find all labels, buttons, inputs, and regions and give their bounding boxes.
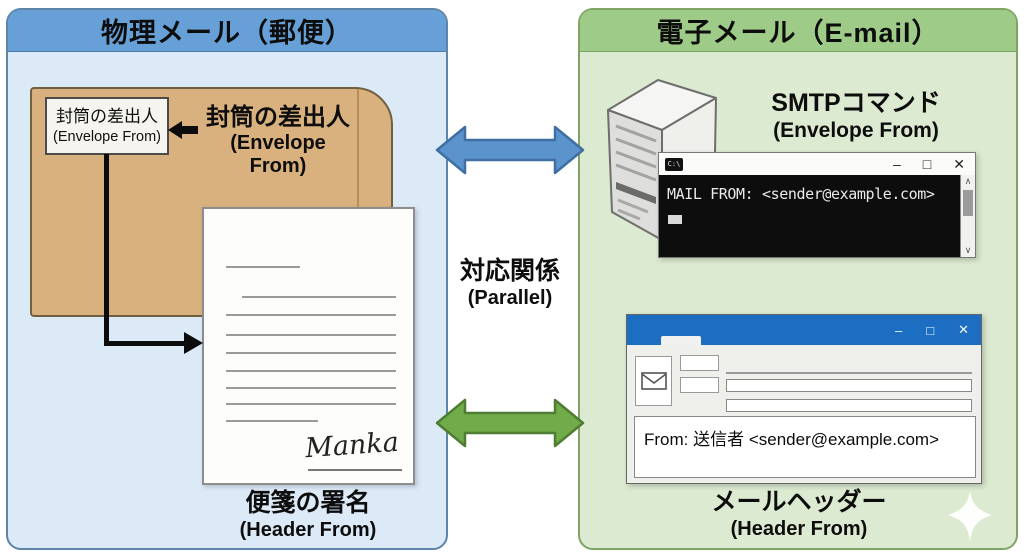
- terminal-scrollbar[interactable]: ∧ ∨: [960, 175, 975, 257]
- scrollbar-thumb[interactable]: [963, 190, 973, 216]
- terminal-maximize-button[interactable]: □: [922, 156, 932, 172]
- green-double-arrow-icon: [435, 398, 585, 448]
- relation-label-en: (Parallel): [467, 287, 553, 309]
- smtp-heading-jp: SMTPコマンド: [771, 89, 941, 117]
- left-arrow-icon: [168, 121, 198, 139]
- letter-rule: [226, 314, 396, 316]
- mail-close-button[interactable]: ✕: [958, 322, 969, 337]
- letter-rule: [226, 352, 396, 354]
- mail-minimize-button[interactable]: –: [895, 322, 903, 338]
- email-title: 電子メール（E-mail）: [580, 10, 1016, 52]
- toolbar-button[interactable]: [680, 377, 719, 393]
- mail-ribbon-tab[interactable]: [661, 336, 701, 346]
- envelope-from-label-jp: 封筒の差出人: [56, 107, 158, 127]
- letter-rule: [226, 403, 396, 405]
- connector-horizontal-line: [104, 341, 186, 346]
- cmd-prompt-icon: C:\: [665, 157, 683, 171]
- terminal-window: C:\ – □ ✕ MAIL FROM: <sender@example.com…: [658, 152, 976, 258]
- terminal-cursor: [668, 215, 682, 224]
- header-from-caption-right: メールヘッダー (Header From): [580, 488, 1018, 541]
- terminal-command-text: MAIL FROM: <sender@example.com>: [667, 185, 935, 203]
- relation-label-jp: 対応関係: [459, 257, 560, 285]
- letter-rule: [226, 387, 396, 389]
- header-from-caption-jp: 便箋の署名: [245, 489, 371, 517]
- letter-rule: [226, 370, 396, 372]
- header-from-caption-left: 便箋の署名 (Header From): [178, 489, 438, 542]
- relation-label: 対応関係 (Parallel): [430, 256, 590, 310]
- terminal-output-area[interactable]: MAIL FROM: <sender@example.com> ∧ ∨: [659, 175, 975, 257]
- mail-titlebar: – □ ✕: [627, 315, 981, 346]
- mail-header-caption-en: (Header From): [730, 517, 868, 540]
- mail-header-caption-jp: メールヘッダー: [711, 488, 887, 516]
- envelope-fold-line: [357, 89, 359, 315]
- sparkle-icon: [948, 490, 992, 542]
- letter-rule: [226, 334, 396, 336]
- blue-double-arrow-icon: [435, 125, 585, 175]
- email-panel: 電子メール（E-mail） SMTPコマンド (Envelope From) C…: [578, 8, 1018, 550]
- subject-field[interactable]: [726, 399, 972, 412]
- letter-signature: Manka: [304, 426, 400, 465]
- letter-rule: [226, 266, 300, 268]
- mail-client-window: – □ ✕ From: 送信者 <sender@example.com>: [626, 314, 982, 484]
- envelope-from-label-en: (Envelope From): [53, 128, 161, 145]
- from-header-text: From: 送信者 <sender@example.com>: [644, 430, 940, 449]
- scroll-down-icon[interactable]: ∨: [964, 245, 972, 255]
- mail-header-area: From: 送信者 <sender@example.com>: [634, 416, 976, 478]
- letter-rule: [226, 420, 318, 422]
- new-mail-button[interactable]: [635, 356, 672, 406]
- envelope-from-annotation-en: (Envelope From): [230, 131, 326, 177]
- connector-vertical-line: [104, 154, 109, 346]
- terminal-titlebar: C:\ – □ ✕: [659, 153, 975, 175]
- envelope-icon: [640, 372, 667, 390]
- letter-illustration: Manka: [202, 207, 415, 485]
- smtp-heading: SMTPコマンド (Envelope From): [728, 88, 984, 143]
- address-field[interactable]: [726, 379, 972, 392]
- mail-maximize-button[interactable]: □: [926, 322, 935, 338]
- letter-rule: [242, 296, 396, 298]
- physical-mail-panel: 物理メール（郵便） 封筒の差出人 (Envelope From) 封筒の差出人 …: [6, 8, 448, 550]
- connector-arrowhead-icon: [184, 332, 203, 354]
- scroll-up-icon[interactable]: ∧: [964, 176, 972, 186]
- toolbar-button[interactable]: [680, 355, 719, 371]
- terminal-close-button[interactable]: ✕: [953, 156, 965, 172]
- envelope-from-annotation: 封筒の差出人 (Envelope From): [200, 104, 356, 178]
- physical-mail-title: 物理メール（郵便）: [8, 10, 446, 52]
- toolbar-divider: [726, 372, 972, 374]
- terminal-minimize-button[interactable]: –: [893, 156, 901, 172]
- envelope-from-annotation-jp: 封筒の差出人: [206, 104, 350, 131]
- header-from-caption-en: (Header From): [239, 518, 377, 541]
- smtp-heading-en: (Envelope From): [773, 119, 939, 142]
- envelope-from-label-box: 封筒の差出人 (Envelope From): [45, 97, 169, 155]
- signature-underline: [308, 469, 402, 471]
